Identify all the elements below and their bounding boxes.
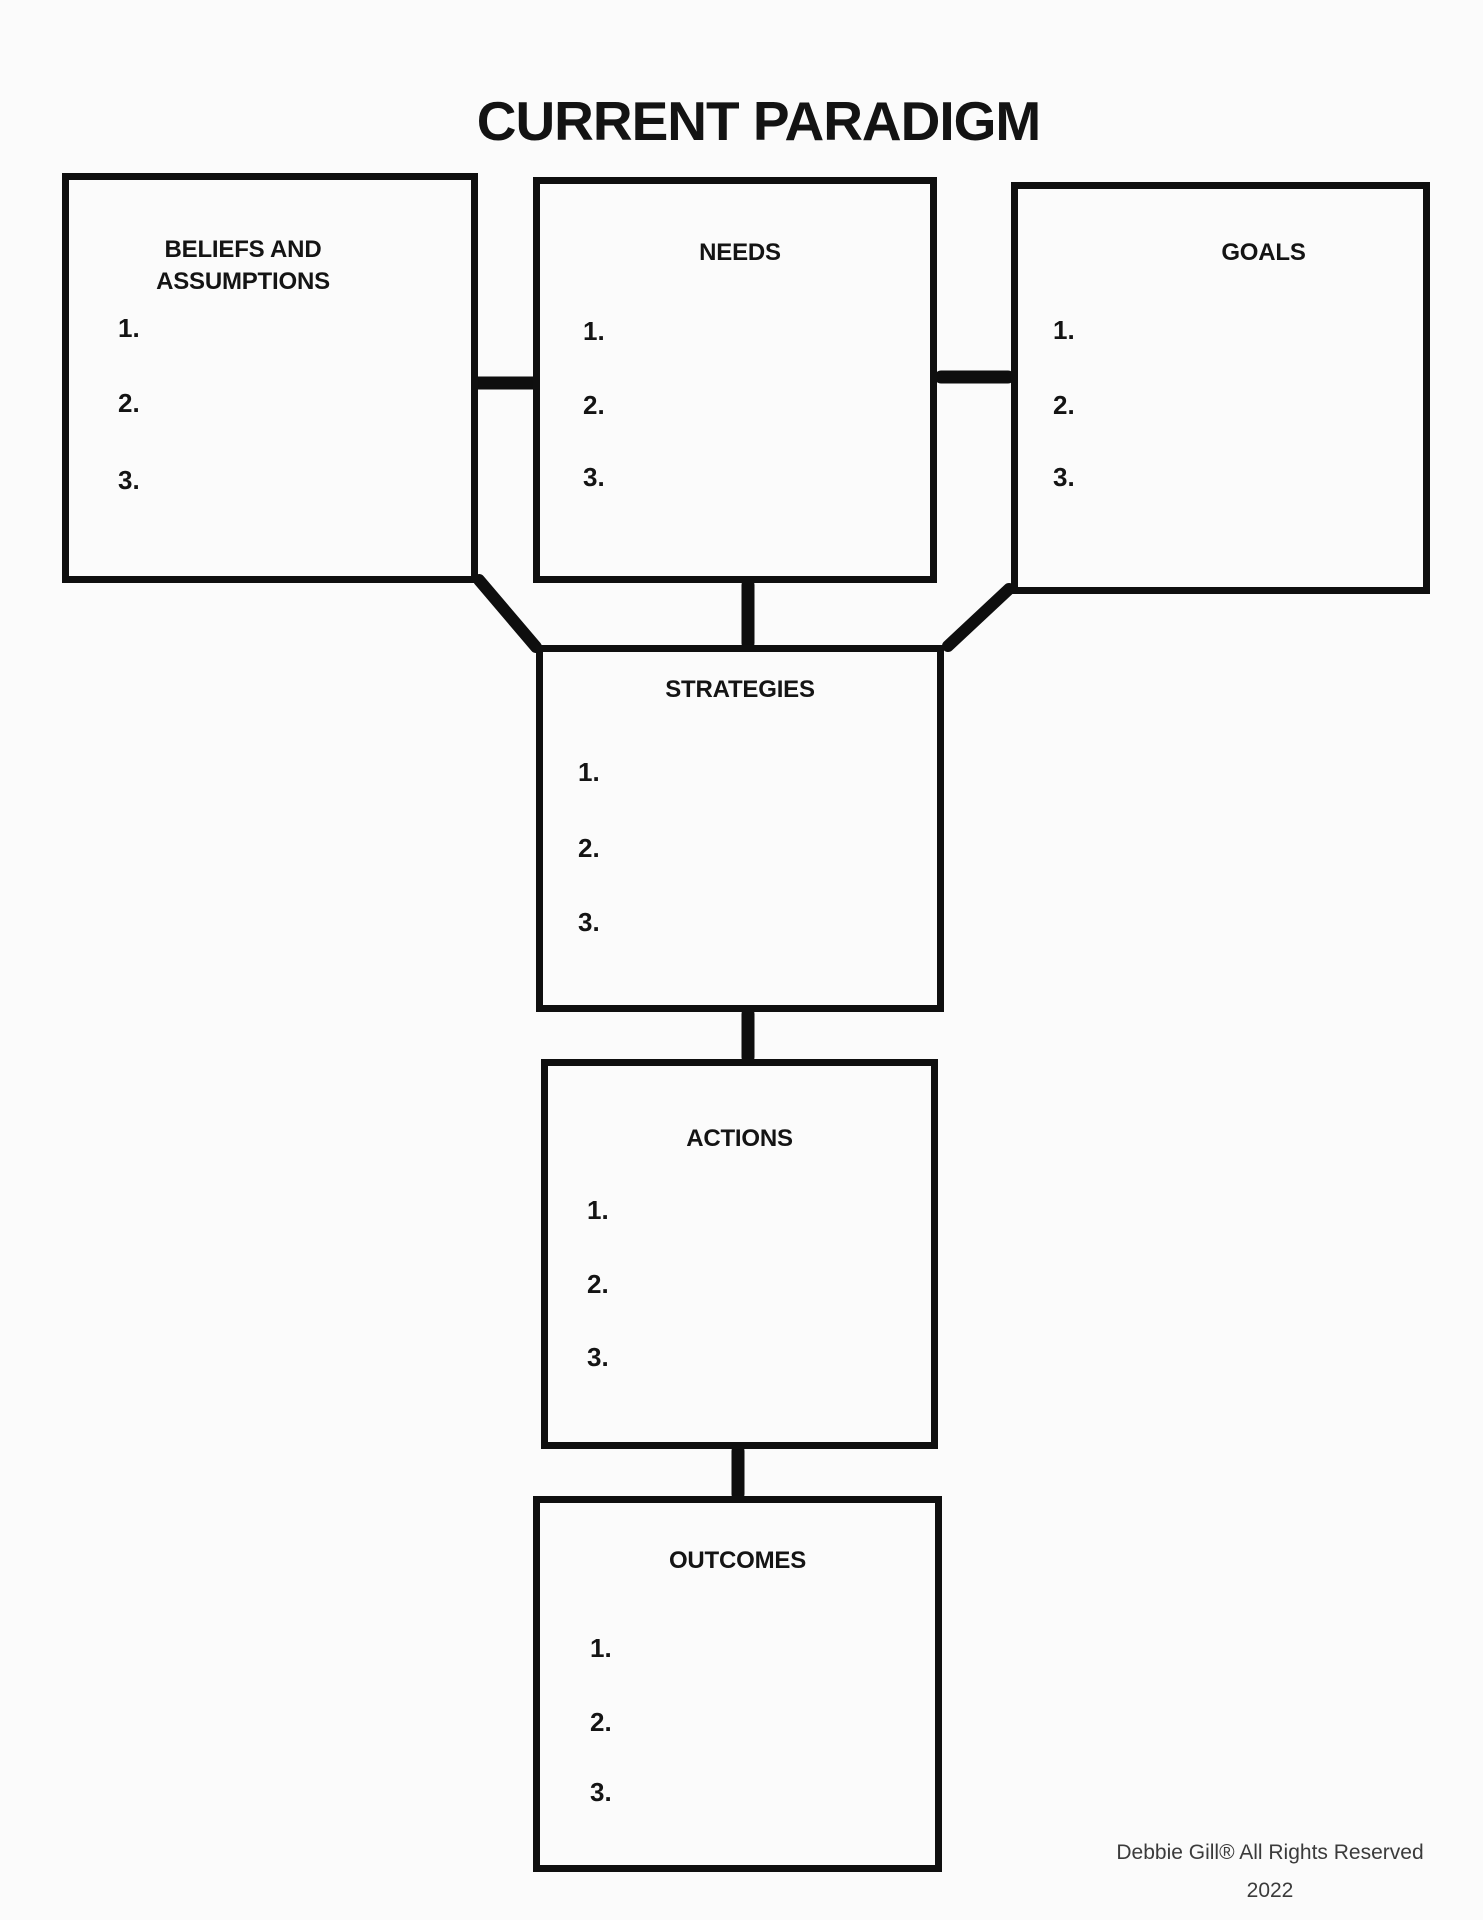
list-item-number: 2. (578, 833, 600, 863)
list-item-number: 1. (118, 313, 140, 343)
list-item-number: 1. (587, 1195, 609, 1225)
list-item-number: 1. (1053, 315, 1075, 345)
box-title-actions: ACTIONS (686, 1125, 793, 1152)
box-beliefs-and-assumptions: BELIEFS AND ASSUMPTIONS 1. 2. 3. (62, 173, 478, 583)
box-title-strategies: STRATEGIES (665, 676, 815, 703)
list-item-number: 1. (583, 316, 605, 346)
copyright-notice: Debbie Gill® All Rights Reserved 2022 (1090, 1834, 1450, 1910)
list-item-number: 3. (587, 1342, 609, 1372)
box-title-needs: NEEDS (699, 239, 781, 266)
list-item-number: 2. (118, 388, 140, 418)
box-goals: GOALS 1. 2. 3. (1011, 182, 1430, 594)
connector-beliefs-strategies-diagonal (473, 574, 542, 653)
box-outcomes: OUTCOMES 1. 2. 3. (533, 1496, 942, 1872)
copyright-line2: 2022 (1246, 1879, 1294, 1902)
copyright-line1: Debbie Gill® All Rights Reserved (1116, 1841, 1424, 1864)
list-item-number: 3. (590, 1777, 612, 1807)
box-title-beliefs-line1: BELIEFS AND (164, 236, 322, 263)
list-item-number: 2. (590, 1707, 612, 1737)
box-title-beliefs-line2: ASSUMPTIONS (156, 268, 330, 295)
box-needs: NEEDS 1. 2. 3. (533, 177, 937, 583)
list-item-number: 3. (118, 465, 140, 495)
box-title-goals: GOALS (1221, 239, 1306, 266)
box-title-beliefs: BELIEFS AND ASSUMPTIONS (42, 234, 444, 298)
connector-goals-strategies-diagonal (942, 583, 1015, 652)
list-item-number: 1. (578, 757, 600, 787)
list-item-number: 3. (583, 462, 605, 492)
list-item-number: 2. (583, 390, 605, 420)
box-title-outcomes: OUTCOMES (668, 1547, 807, 1574)
list-item-number: 3. (1053, 462, 1075, 492)
box-strategies: STRATEGIES 1. 2. 3. (536, 645, 944, 1012)
list-item-number: 1. (590, 1633, 612, 1663)
list-item-number: 2. (587, 1269, 609, 1299)
page-title: CURRENT PARADIGM (476, 90, 1042, 152)
list-item-number: 3. (578, 907, 600, 937)
box-actions: ACTIONS 1. 2. 3. (541, 1059, 938, 1449)
list-item-number: 2. (1053, 390, 1075, 420)
